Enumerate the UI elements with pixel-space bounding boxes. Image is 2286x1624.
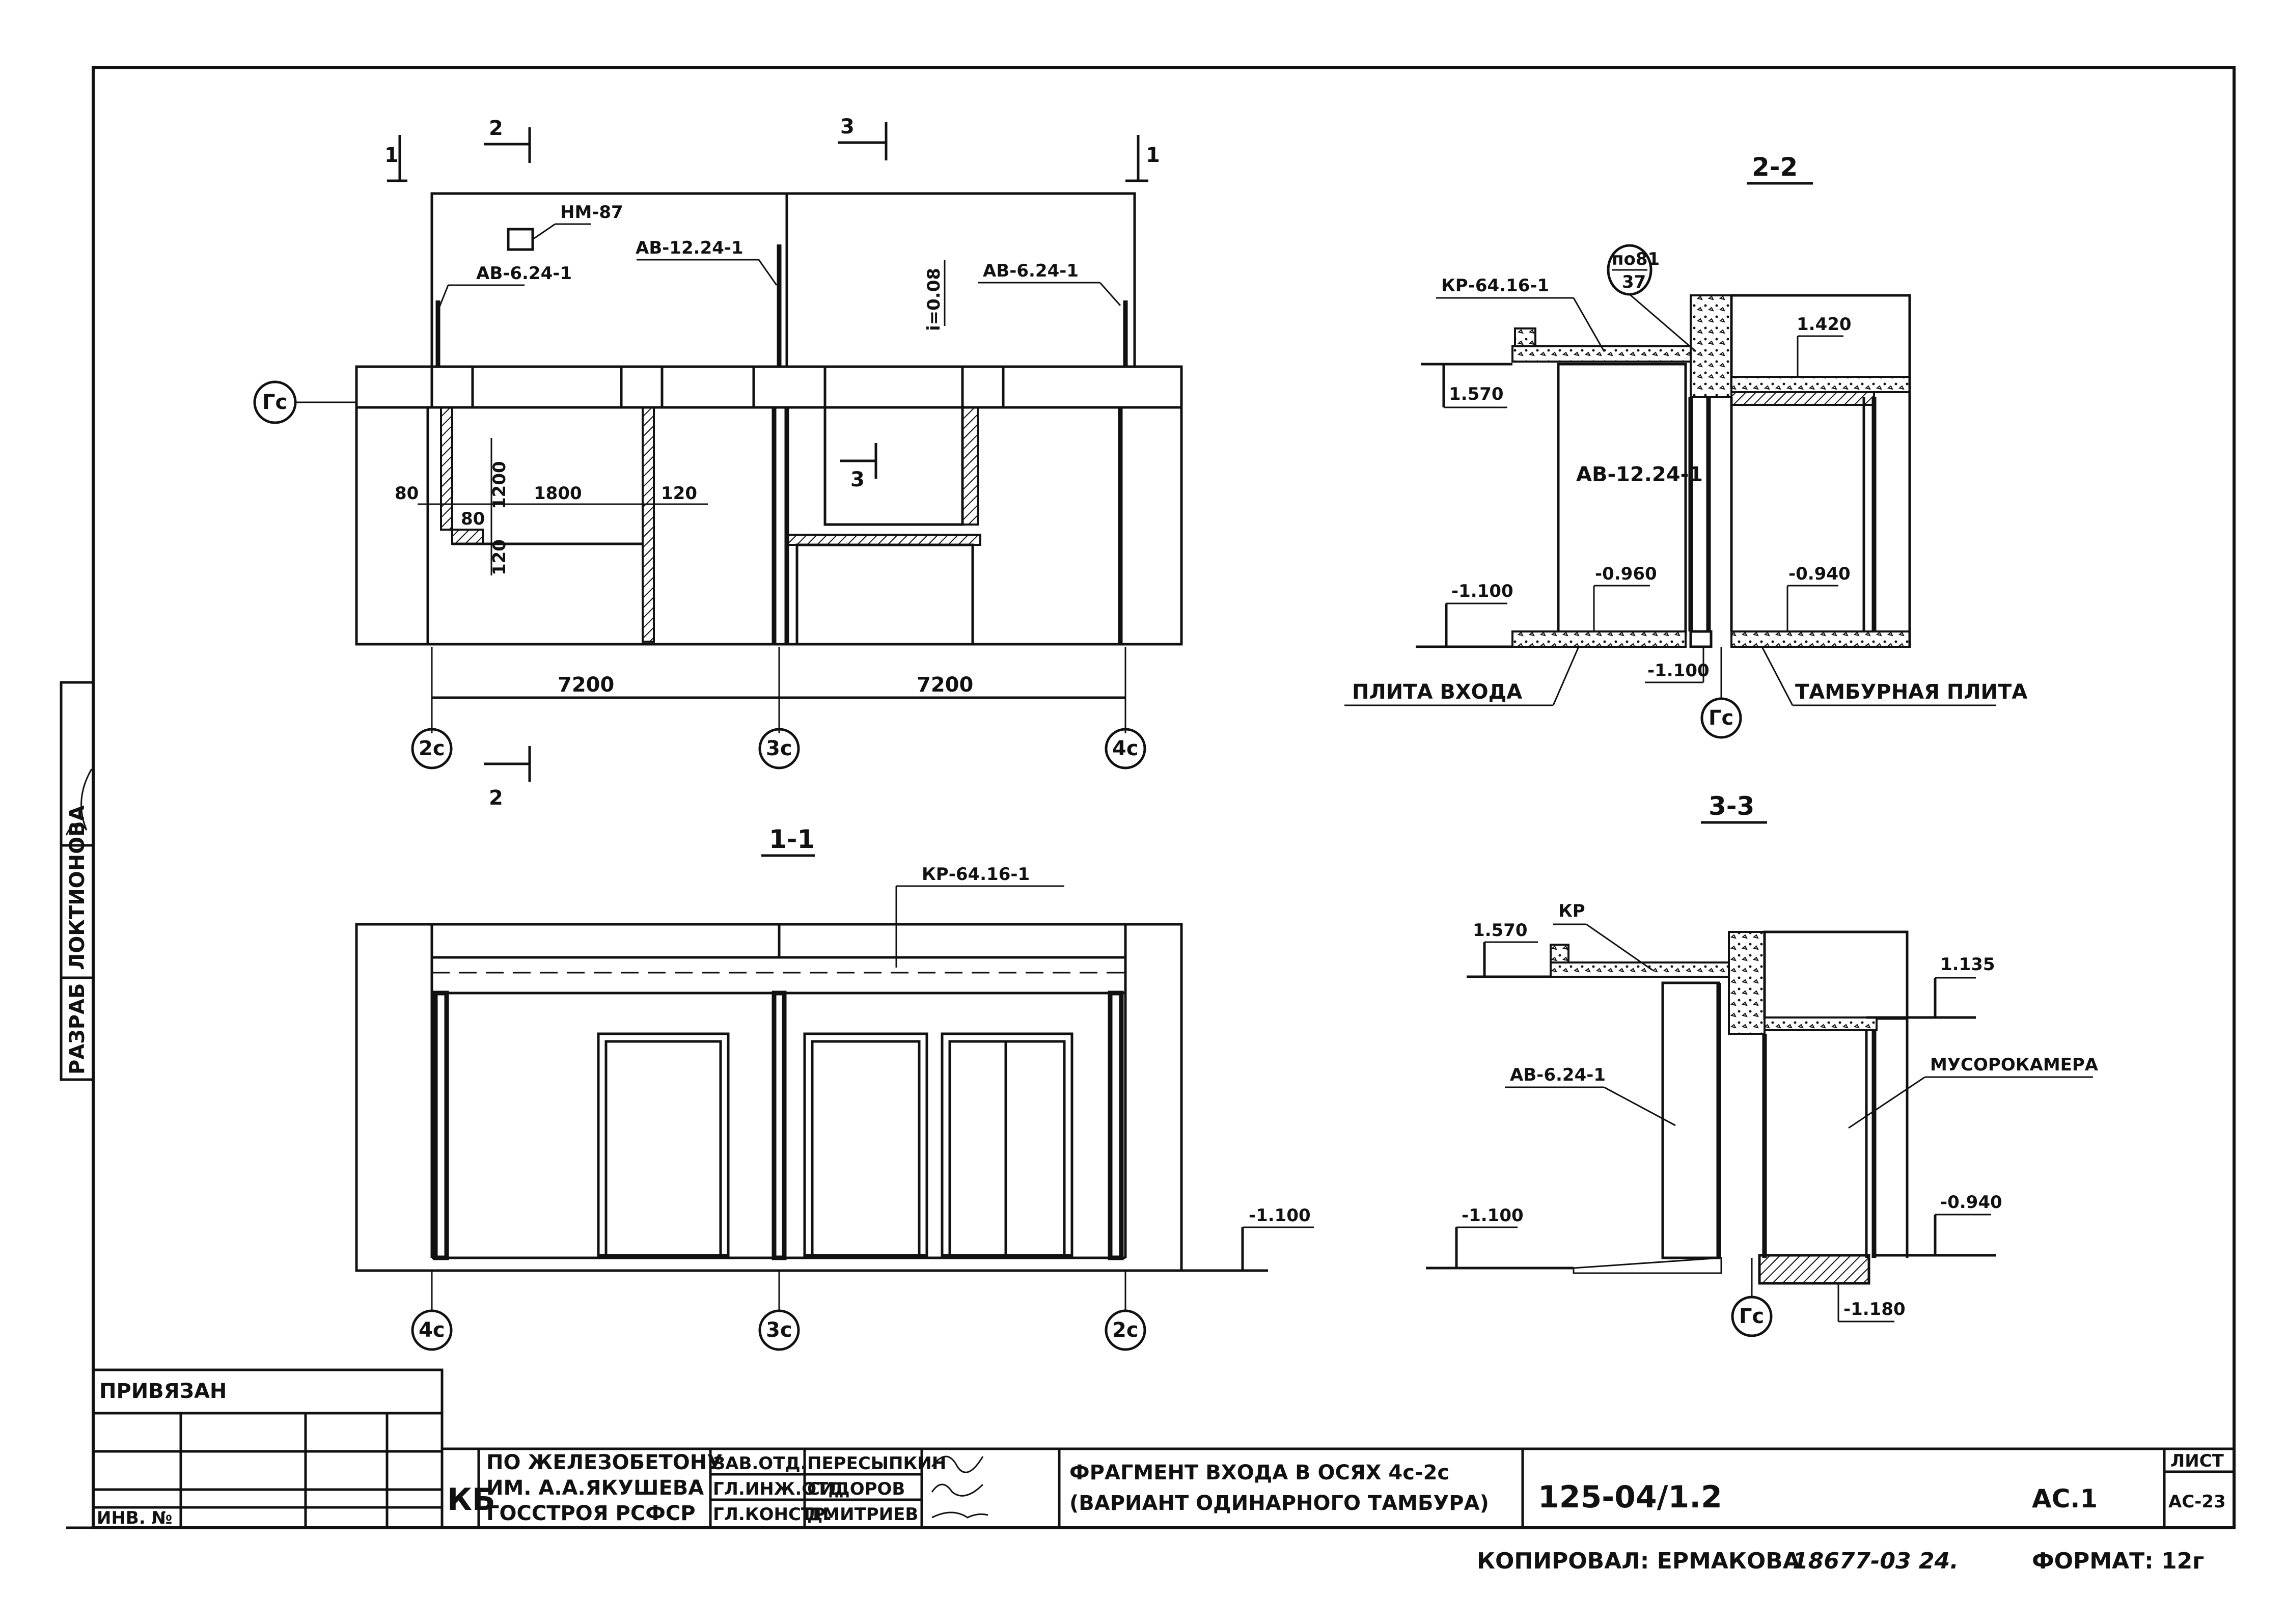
plan-label-ab624-left: АВ-6.24-1: [476, 263, 572, 284]
title-block-title-line1: ФРАГМЕНТ ВХОДА В ОСЯХ 4с-2с: [1069, 1461, 1449, 1484]
dim-span-left: 7200: [558, 673, 614, 697]
section-2-2-label-kr: КР-64.16-1: [1441, 276, 1549, 296]
section-3-3: 3-3 КР 1.570 1.135 АВ-6.24-1 МУСОРОКАМЕР…: [1426, 791, 2099, 1337]
section-2-2-level-m0940: -0.940: [1788, 564, 1851, 584]
title-block-role3: ГЛ.КОНСТР.: [713, 1504, 832, 1525]
title-block-signature-1: [931, 1455, 984, 1473]
axis-bubble-3c: [758, 728, 800, 769]
section-3-3-axis: Гс: [1739, 1305, 1764, 1328]
title-block-role1: ЗАВ.ОТД.: [713, 1453, 807, 1474]
axis-bubble-2c: [411, 728, 453, 769]
title-block-name2: СИДОРОВ: [807, 1479, 905, 1499]
section-mark-2-top: 2: [489, 117, 503, 140]
section-3-3-level-m1100: -1.100: [1462, 1205, 1524, 1226]
title-block-org-line2: ИМ. А.А.ЯКУШЕВА: [486, 1476, 704, 1500]
section-3-3-label-garbage: МУСОРОКАМЕРА: [1930, 1055, 2099, 1075]
section-2-2-level-1420: 1.420: [1797, 314, 1852, 335]
footer-copied: КОПИРОВАЛ: ЕРМАКОВА: [1477, 1548, 1800, 1574]
title-block-role2: ГЛ.ИНЖ.ОТД.: [713, 1479, 850, 1499]
plan-label-nm87: НМ-87: [560, 202, 623, 223]
section-1-1-title: 1-1: [769, 824, 815, 854]
axis-bubble-1-1-4c: [411, 1309, 453, 1351]
title-block-title-line2: (ВАРИАНТ ОДИНАРНОГО ТАМБУРА): [1069, 1492, 1489, 1515]
section-2-2-pos: по81: [1612, 249, 1660, 269]
axis-3c: 3с: [766, 737, 792, 760]
plan-slope-label: i=0.08: [924, 268, 944, 331]
section-2-2-level-m1100b: -1.100: [1647, 660, 1710, 681]
section-2-2-tambour-slab: ТАМБУРНАЯ ПЛИТА: [1795, 680, 2027, 704]
dim-120-right: 120: [661, 483, 697, 504]
dim-120-bottom: 120: [489, 539, 510, 575]
section-1-1-axis-left: 4с: [419, 1318, 445, 1342]
section-mark-2-bottom: 2: [489, 786, 503, 810]
section-2-2-title: 2-2: [1752, 152, 1798, 182]
section-1-1-level: -1.100: [1249, 1205, 1311, 1226]
dim-span-right: 7200: [917, 673, 973, 697]
title-block: ПРИВЯЗАН ИНВ. № КБ ПО ЖЕЛЕЗОБЕТОНУ ИМ. А…: [92, 1368, 2236, 1529]
sheet-border: [92, 66, 2236, 1529]
section-3-3-level-m1180: -1.180: [1843, 1299, 1906, 1319]
section-1-1-outline: [355, 923, 1183, 1272]
dim-80-left: 80: [395, 483, 419, 504]
axis-2c: 2с: [419, 737, 445, 760]
side-stamp-dev-label: РАЗРАБ: [66, 983, 89, 1075]
section-mark-1-left: 1: [384, 144, 399, 167]
axis-4c: 4с: [1112, 737, 1139, 760]
dim-1800: 1800: [534, 483, 582, 504]
plan-label-ab624-right: АВ-6.24-1: [983, 261, 1079, 281]
section-3-3-title: 3-3: [1709, 791, 1754, 821]
section-1-1-axis-right: 2с: [1112, 1318, 1139, 1342]
section-1-1-label-kr: КР-64.16-1: [922, 864, 1030, 885]
section-3-3-level-m0940: -0.940: [1940, 1192, 2002, 1213]
section-3-3-level-1135: 1.135: [1940, 954, 1995, 975]
title-block-org-line1: ПО ЖЕЛЕЗОБЕТОНУ: [486, 1451, 723, 1474]
title-block-sheet-no: АС-23: [2168, 1492, 2226, 1512]
section-mark-3-top: 3: [840, 115, 855, 139]
section-2-2-level-m0960: -0.960: [1595, 564, 1657, 584]
side-stamp-signature: [65, 768, 93, 836]
section-2-2-pos2: 37: [1622, 272, 1646, 292]
title-block-sheet-code: АС.1: [2032, 1484, 2098, 1513]
title-block-name1: ПЕРЕСЫПКИН: [807, 1453, 946, 1474]
section-2-2-entry-slab: ПЛИТА ВХОДА: [1352, 680, 1522, 704]
plan-view: НМ-87 АВ-6.24-1 АВ-12.24-1 АВ-6.24-1 i=0…: [253, 115, 1183, 810]
side-stamp-dev-name: ЛОКТИОНОВА: [66, 805, 89, 970]
title-block-org-code: КБ: [447, 1482, 495, 1518]
footer-order: 18677-03 24.: [1793, 1548, 1959, 1574]
section-mark-1-right: 1: [1146, 144, 1160, 167]
title-block-inv: ИНВ. №: [97, 1508, 172, 1528]
axis-bubble-1-1-3c: [758, 1309, 800, 1351]
side-stamp: РАЗРАБ ЛОКТИОНОВА: [60, 681, 95, 1081]
title-block-sheet-label: ЛИСТ: [2170, 1451, 2224, 1471]
title-block-privyazan: ПРИВЯЗАН: [99, 1380, 227, 1403]
title-block-signature-3: [931, 1511, 988, 1519]
section-1-1-axis-mid: 3с: [766, 1318, 792, 1342]
section-3-3-label-kr: КР: [1558, 901, 1585, 921]
section-1-1: 1-1 КР-64.16-1 -1.100 4с 3с 2с: [355, 824, 1314, 1351]
section-2-2-level-m1100: -1.100: [1451, 581, 1513, 601]
section-mark-3-plan: 3: [850, 468, 865, 491]
section-2-2-level-1570: 1.570: [1449, 384, 1504, 404]
title-block-project-no: 125-04/1.2: [1538, 1479, 1722, 1515]
axis-bubble-3-3: [1731, 1296, 1773, 1337]
title-block-name3: ДМИТРИЕВ: [807, 1504, 918, 1525]
footer-format: ФОРМАТ: 12г: [2032, 1548, 2204, 1574]
axis-bubble-gc: [253, 380, 297, 424]
section-2-2: 2-2 КР-64.16-1 по81 37 1.420 1.570 АВ-12…: [1344, 152, 2027, 739]
axis-bubble-1-1-2c: [1105, 1309, 1146, 1351]
dim-1200: 1200: [489, 461, 510, 509]
plan-label-ab1224: АВ-12.24-1: [636, 238, 743, 258]
section-3-3-label-ab624: АВ-6.24-1: [1510, 1065, 1606, 1085]
section-2-2-axis: Гс: [1709, 706, 1733, 730]
title-block-org-line3: ГОССТРОЯ РСФСР: [486, 1502, 696, 1525]
title-block-signature-2: [931, 1483, 984, 1497]
section-3-3-level-1570: 1.570: [1473, 920, 1528, 941]
dim-80-small: 80: [461, 509, 485, 529]
axis-gc: Гс: [262, 391, 287, 414]
section-2-2-label-ab1224: АВ-12.24-1: [1576, 463, 1703, 486]
axis-bubble-4c: [1105, 728, 1146, 769]
